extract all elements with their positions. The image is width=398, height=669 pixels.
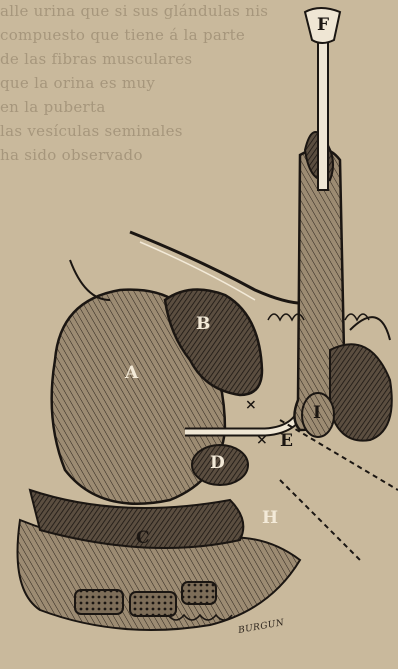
- label-e: E: [280, 433, 293, 450]
- label-b: B: [196, 316, 210, 333]
- testis: [330, 344, 392, 440]
- cross-mark: ×: [245, 397, 257, 414]
- label-f: F: [317, 17, 329, 34]
- dashed-line-lower: [280, 480, 360, 560]
- cross-mark: ×: [256, 432, 268, 449]
- label-a: A: [125, 365, 138, 382]
- label-d: D: [210, 455, 225, 472]
- label-h: H: [262, 510, 278, 527]
- label-i: I: [313, 405, 321, 422]
- label-c: C: [136, 530, 150, 547]
- catheter-rod: [318, 40, 328, 190]
